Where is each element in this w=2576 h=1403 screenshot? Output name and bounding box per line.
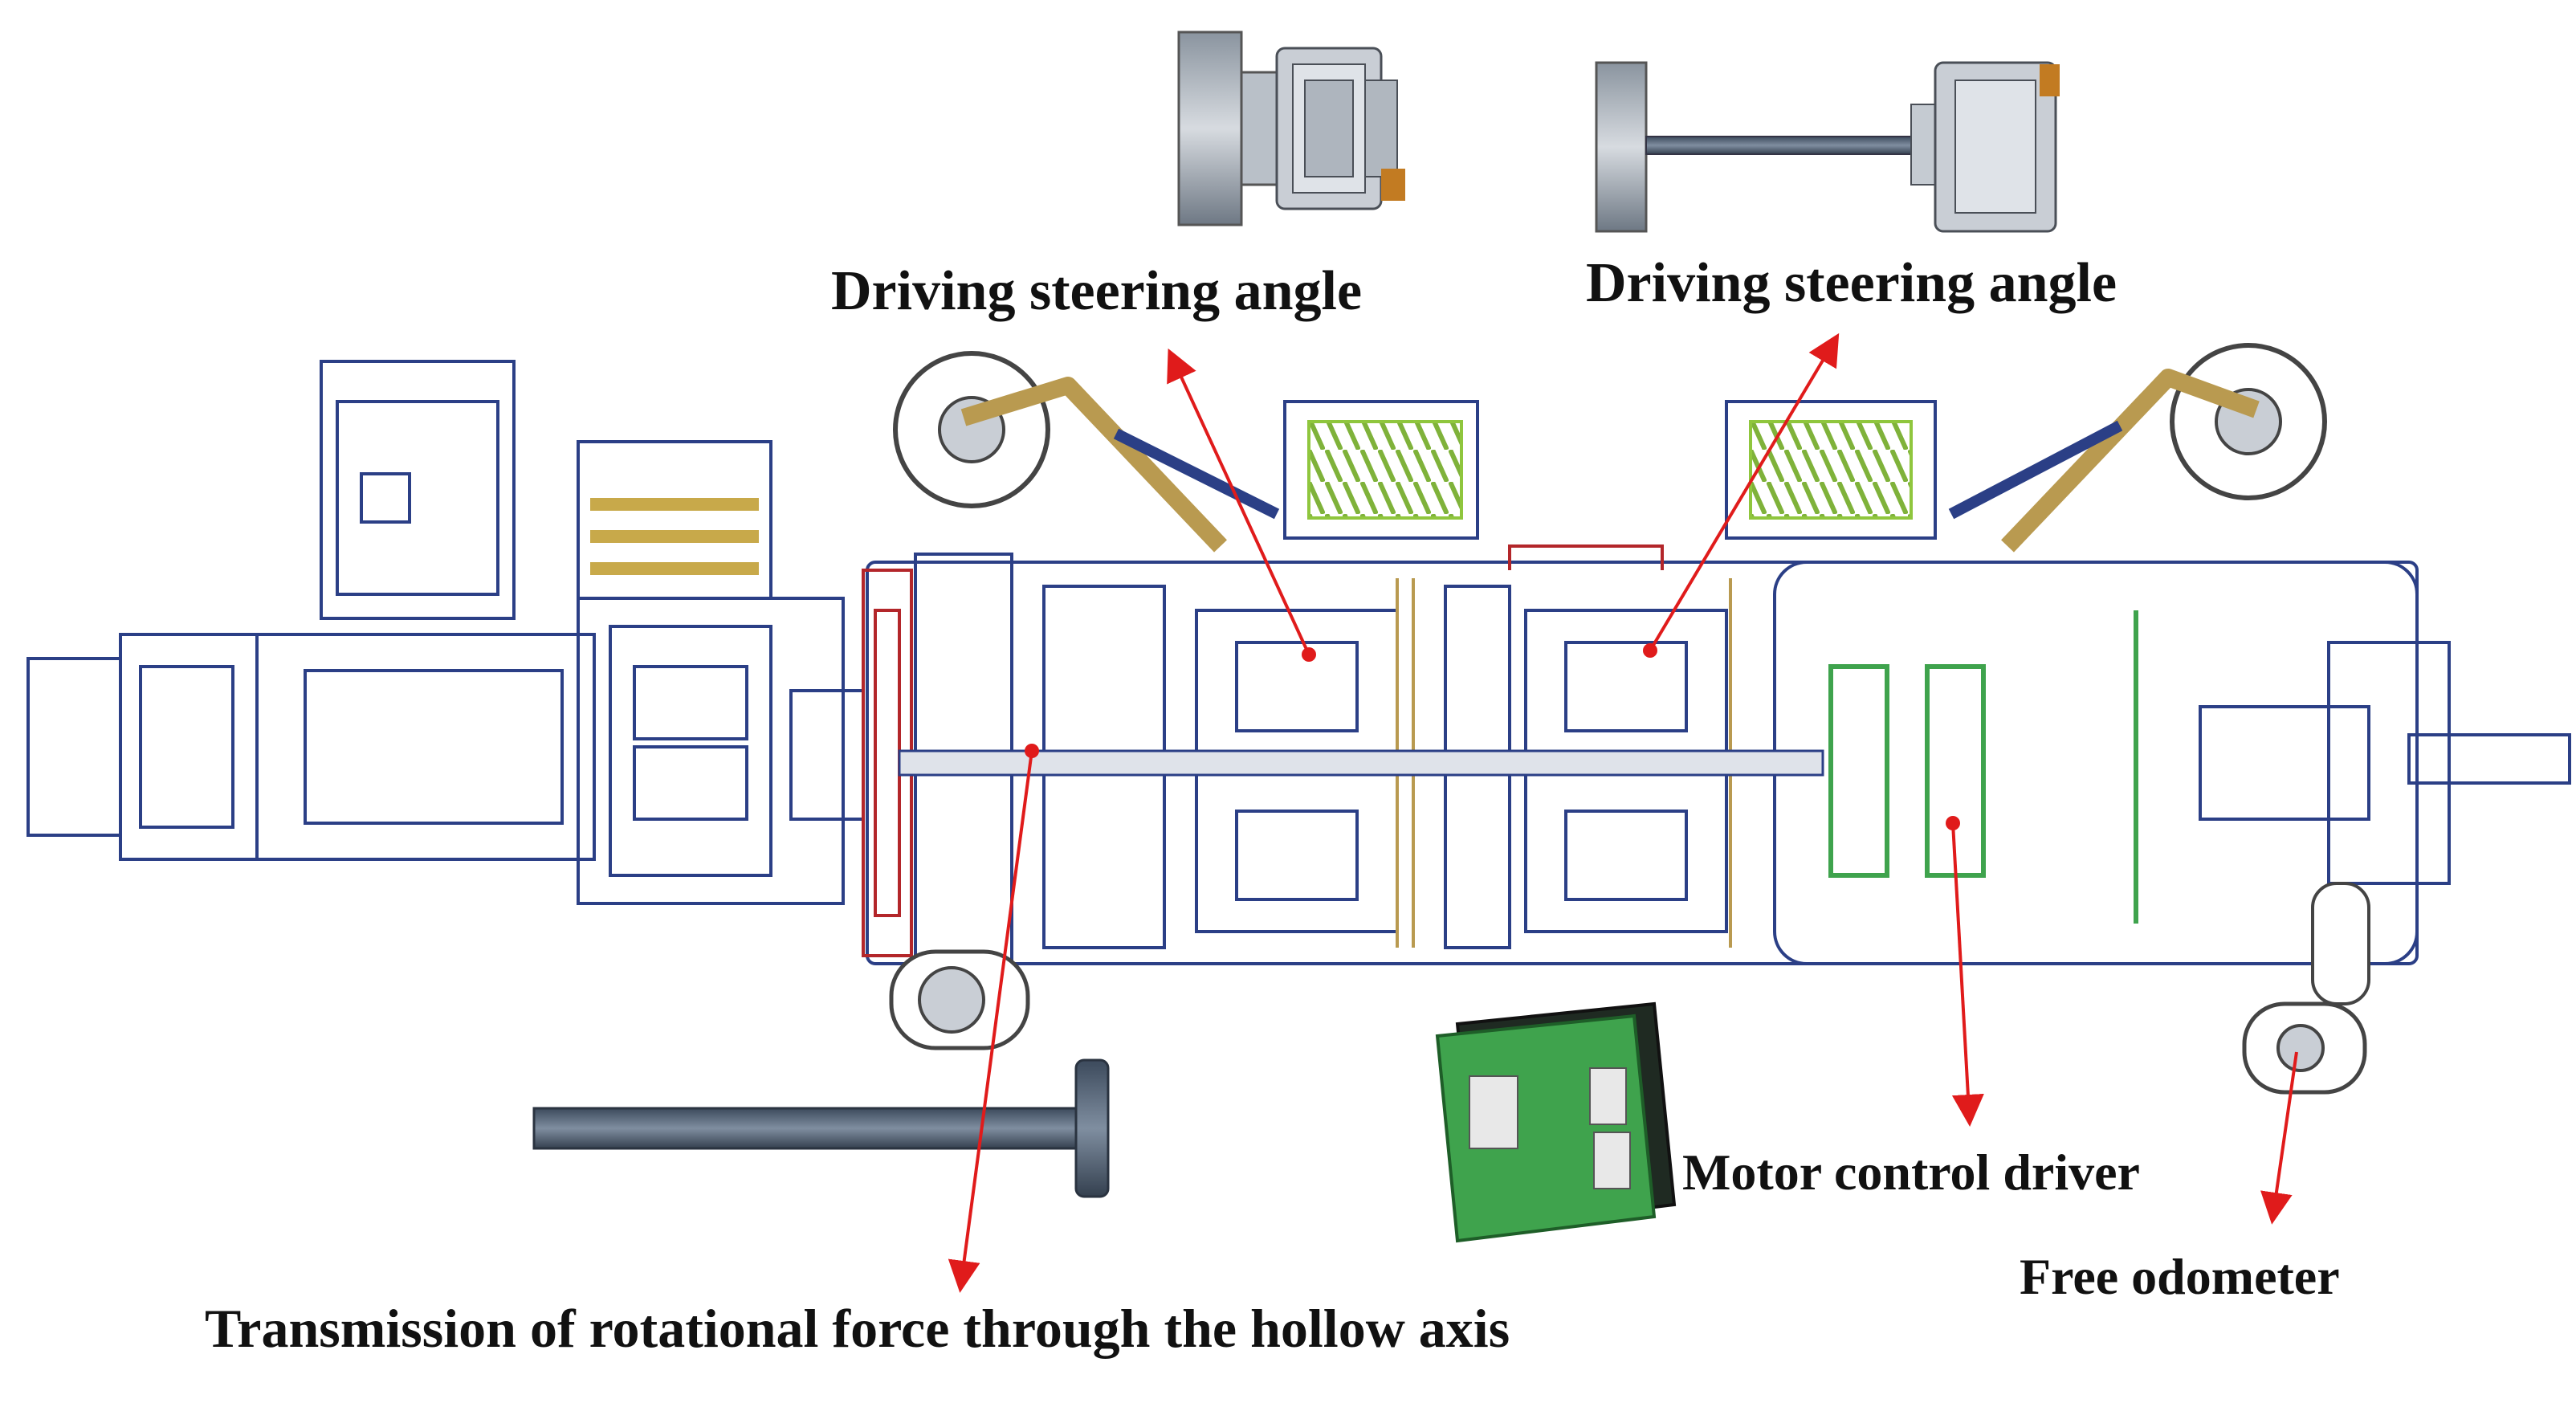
left-drive-module bbox=[26, 360, 865, 905]
arrow-transmission bbox=[948, 750, 1033, 1293]
left-steering-arm bbox=[893, 351, 1479, 553]
arrow-odometer bbox=[2260, 1051, 2298, 1225]
arrow-steering-2 bbox=[1649, 332, 1840, 652]
inset-motor-short bbox=[1177, 31, 1405, 226]
label-driving-steering-angle-left: Driving steering angle bbox=[831, 260, 1363, 322]
arrow-motor-driver bbox=[1951, 822, 1984, 1127]
output-shaft bbox=[2407, 733, 2571, 785]
label-transmission-hollow-axis: Transmission of rotational force through… bbox=[205, 1298, 1510, 1359]
bottom-wheel-left bbox=[889, 949, 1030, 1050]
hollow-shaft-part bbox=[532, 1058, 1110, 1198]
right-steering-arm bbox=[1725, 343, 2327, 553]
arrow-steering-1 bbox=[1167, 348, 1310, 655]
motor-control-driver-board bbox=[1435, 1001, 1677, 1243]
hollow-shaft bbox=[898, 749, 1824, 777]
inset-motor-long-shaft bbox=[1595, 61, 2060, 233]
free-odometer-wheel bbox=[2242, 882, 2370, 1095]
callout-arrows bbox=[948, 332, 2298, 1293]
label-free-odometer: Free odometer bbox=[2020, 1248, 2340, 1305]
pcb-stack-left bbox=[590, 498, 759, 575]
label-driving-steering-angle-right: Driving steering angle bbox=[1586, 252, 2117, 314]
label-motor-control-driver: Motor control driver bbox=[1682, 1144, 2140, 1201]
internal-driver-boards bbox=[1828, 610, 2138, 924]
callout-dots bbox=[1025, 643, 1960, 830]
